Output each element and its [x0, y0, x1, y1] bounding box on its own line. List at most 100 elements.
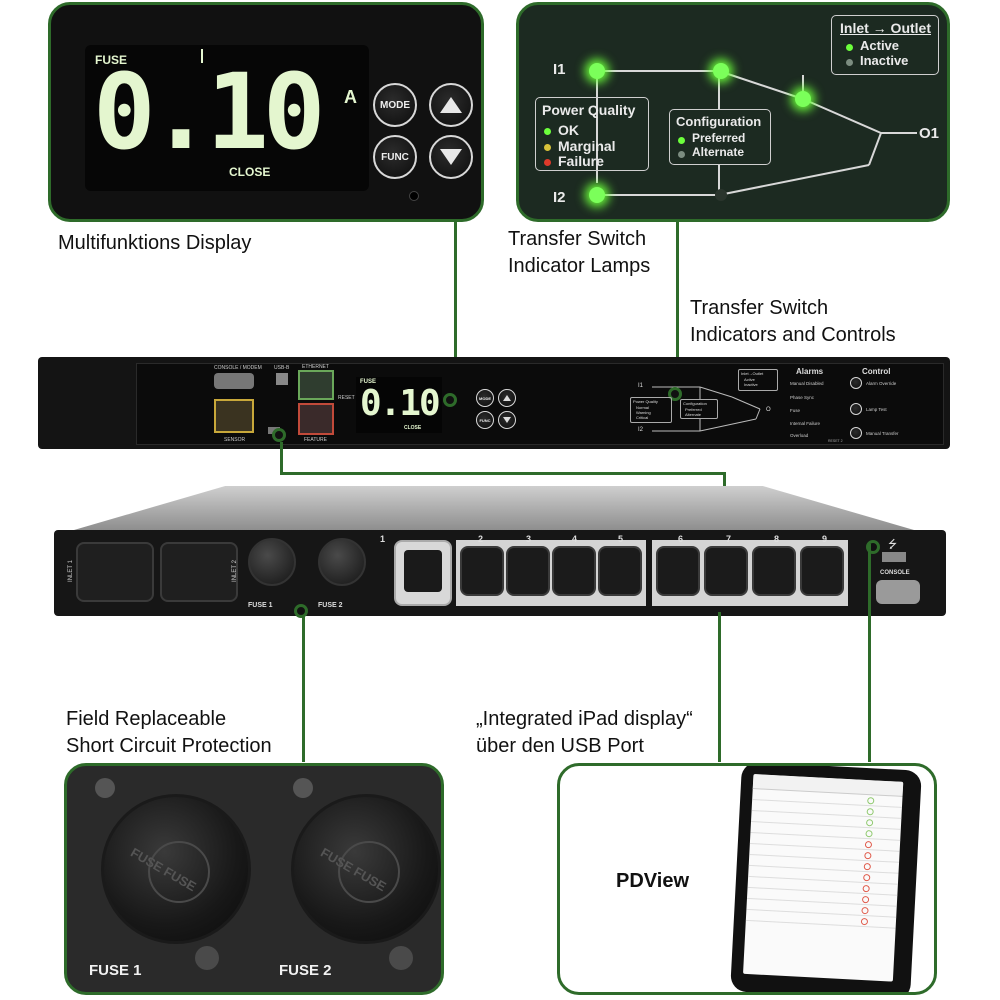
front-preferred: Preferred [685, 407, 702, 412]
mode-button[interactable]: MODE [373, 83, 417, 127]
display-connector [454, 222, 457, 392]
up-arrow-button[interactable] [429, 83, 473, 127]
config-lamp-off [715, 189, 727, 201]
ok-led [544, 128, 551, 135]
lcd-tick [201, 49, 203, 63]
outlet-4[interactable] [552, 546, 596, 596]
arrow-up-icon [503, 395, 511, 401]
func-button[interactable]: FUNC [373, 135, 417, 179]
outlet-1[interactable] [394, 540, 452, 606]
i2-lamp [589, 187, 605, 203]
feature-label: FEATURE [304, 437, 327, 443]
i2-label: I2 [553, 189, 566, 206]
usb-b-port[interactable] [276, 373, 288, 385]
outlet-7[interactable] [704, 546, 748, 596]
front-alarms-title: Alarms [796, 367, 824, 376]
outlet-6[interactable] [656, 546, 700, 596]
front-alarm-2: Phase Sync [790, 395, 815, 400]
chassis-top [74, 486, 914, 530]
front-configuration-frame: Configuration Preferred Alternate [680, 399, 718, 419]
power-quality-frame: Power Quality OK Marginal Failure [535, 97, 649, 171]
feature-port[interactable] [298, 403, 334, 435]
rear-fuse-2-label: FUSE 2 [318, 602, 343, 609]
ok-label: OK [558, 122, 579, 138]
front-alarm-5: Overload [790, 433, 809, 438]
fuse-caption-line1: Field Replaceable [66, 708, 227, 730]
manual-transfer-button[interactable] [850, 427, 862, 439]
fuse-2-screw-bottom [389, 946, 413, 970]
display-marker-dot [443, 393, 457, 407]
usb-b-label: USB-B [274, 365, 290, 371]
inlet-2-label: INLET 2 [231, 560, 238, 582]
outlet-number-5: 5 [618, 534, 624, 544]
usb-icon: ⭍ [888, 539, 898, 551]
front-normal: Normal [636, 405, 649, 410]
arrow-up-icon [440, 97, 462, 113]
front-alarm-1: Manual Disabled [790, 381, 824, 386]
ethernet-port[interactable] [298, 370, 334, 400]
lcd-screen: FUSE 0.10 A CLOSE [85, 45, 369, 191]
front-inlet-outlet: Inlet→Outlet [741, 371, 764, 376]
lamps-connector [676, 222, 679, 390]
inactive-led [846, 59, 853, 66]
fuse-1-photo-label: FUSE 1 [89, 962, 142, 979]
outlet-3[interactable] [506, 546, 550, 596]
usb-connector-vertical [280, 442, 283, 474]
console-modem-port[interactable] [214, 373, 254, 389]
inlet-1-connector[interactable] [76, 542, 154, 602]
front-down-button[interactable] [498, 411, 516, 429]
fuse-caption-line2: Short Circuit Protection [66, 735, 272, 757]
active-label: Active [860, 38, 900, 53]
front-power-quality-frame: Power Quality Normal Warning Critical [630, 397, 672, 423]
controls-caption-line2: Indicators and Controls [690, 324, 896, 346]
indicator-callout: I1 I2 O1 Inlet → Outlet Active Inactive … [516, 2, 950, 222]
reset-label: RESET [338, 395, 355, 401]
fuse-1-screw-top [95, 778, 115, 798]
sensor-port[interactable] [214, 399, 254, 433]
o1-label: O1 [919, 125, 940, 142]
outlet-2[interactable] [460, 546, 504, 596]
front-critical: Critical [636, 415, 649, 420]
down-arrow-button[interactable] [429, 135, 473, 179]
lcd-unit: A [344, 87, 357, 107]
rear-console-label: CONSOLE [880, 570, 910, 576]
front-func-button[interactable]: FUNC [476, 411, 494, 429]
front-up-button[interactable] [498, 389, 516, 407]
failure-label: Failure [558, 153, 604, 169]
outlet-5[interactable] [598, 546, 642, 596]
rear-usb-port[interactable] [882, 552, 906, 562]
alarm-override-button[interactable] [850, 377, 862, 389]
marginal-led [544, 144, 551, 151]
configuration-frame: Configuration Preferred Alternate [669, 109, 771, 165]
outlet-lamp [795, 91, 811, 107]
rear-fuse-1[interactable] [248, 538, 296, 586]
outlet-9[interactable] [800, 546, 844, 596]
rear-fuse-2[interactable] [318, 538, 366, 586]
arrow-down-icon [503, 417, 511, 423]
outlet-number-8: 8 [774, 534, 780, 544]
i1-lamp [589, 63, 605, 79]
outlet-number-6: 6 [678, 534, 684, 544]
front-control-1: Alarm Override [866, 381, 897, 386]
rear-console-port[interactable] [876, 580, 920, 604]
front-inactive: Inactive [744, 382, 758, 387]
lcd-digits: 0.10 [93, 51, 325, 173]
fuse-callout: FUSE 1 FUSE 2 FUSE FUSE FUSE FUSE [64, 763, 444, 995]
fuse-2-photo-label: FUSE 2 [279, 962, 332, 979]
outlet-number-3: 3 [526, 534, 532, 544]
failure-led [544, 159, 551, 166]
front-i1-label: I1 [638, 383, 644, 389]
outlet-8[interactable] [752, 546, 796, 596]
configuration-title: Configuration [676, 114, 762, 129]
front-i2-label: I2 [638, 427, 644, 433]
config-lamp [713, 63, 729, 79]
front-mode-button[interactable]: MODE [476, 389, 494, 407]
console-modem-label: CONSOLE / MODEM [214, 365, 262, 371]
fuse-1-cap [101, 794, 251, 944]
active-led [846, 44, 853, 51]
lamps-caption-line1: Transfer Switch [508, 228, 647, 250]
lamp-test-button[interactable] [850, 403, 862, 415]
outlet-number-2: 2 [478, 534, 484, 544]
inlet-2-connector[interactable] [160, 542, 238, 602]
usb-connector-horizontal [280, 472, 726, 475]
